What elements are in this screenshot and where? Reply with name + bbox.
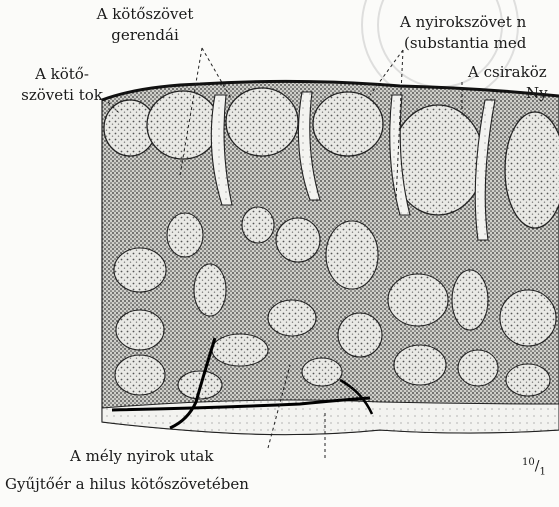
hilus-strip [102,400,559,435]
label-germinal: A csiraköz Ny [468,62,548,104]
magnification-label: 10/1 [522,452,546,482]
label-capsule: A kötő- szöveti tok [6,64,118,106]
label-collector: Gyűjtőér a hilus kötőszövetében [5,474,249,495]
label-medulla: A nyirokszövet n (substantia med [400,12,526,54]
label-deep-lymph: A mély nyirok utak [70,446,213,467]
label-trabeculae: A kötőszövet gerendái [60,4,230,46]
